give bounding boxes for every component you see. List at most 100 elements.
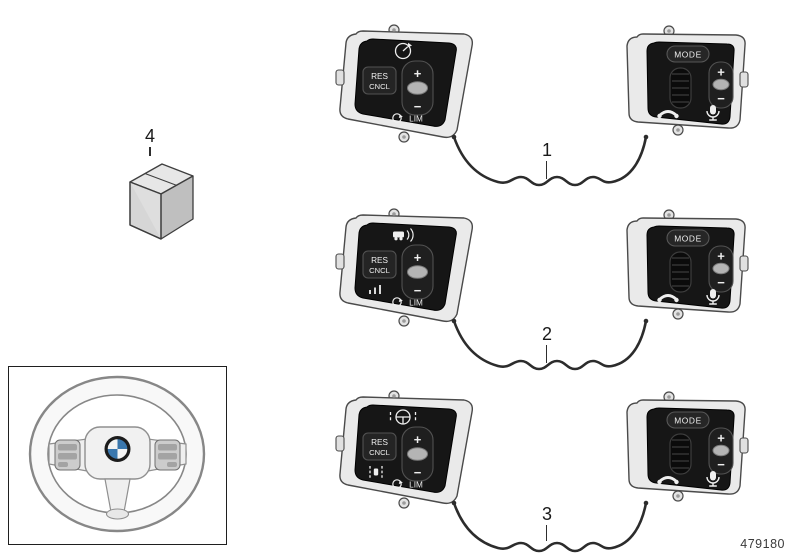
minus-label: −	[414, 283, 422, 298]
side-tab	[739, 437, 749, 454]
callout-4-leader	[149, 147, 151, 156]
box-front-highlight	[130, 182, 161, 239]
side-tab	[335, 253, 345, 270]
rocker-pad	[712, 444, 730, 457]
screw-hole	[676, 494, 680, 498]
rocker-pad	[712, 262, 730, 275]
cable-path	[452, 319, 648, 371]
mode-label: MODE	[674, 50, 702, 60]
speed-rocker: + −	[401, 60, 434, 116]
screw-hole	[392, 394, 396, 398]
phone-icon	[657, 294, 679, 303]
volume-rocker: + −	[708, 61, 734, 109]
mode-button: MODE	[666, 411, 710, 429]
minus-label: −	[717, 91, 725, 106]
distance-bars-icon	[369, 285, 381, 294]
callout-1-leader	[546, 161, 548, 179]
mode-label: MODE	[674, 416, 702, 426]
screw-hole	[667, 395, 671, 399]
speed-rocker: + −	[401, 244, 434, 300]
side-tab	[335, 69, 345, 86]
left-switch-panel: RES CNCL + − LIM	[335, 24, 474, 143]
cncl-label: CNCL	[369, 448, 390, 457]
callout-3-leader	[546, 525, 548, 541]
callout-2[interactable]: 2	[541, 324, 552, 344]
voice-mic-icon	[706, 471, 720, 487]
volume-rocker: + −	[708, 245, 734, 293]
callout-3[interactable]: 3	[541, 504, 552, 524]
right-switch-panel: MODE + −	[626, 391, 749, 502]
steering-wheel	[28, 375, 206, 533]
callout-1[interactable]: 1	[541, 140, 552, 160]
steering-wheel-inset	[8, 366, 227, 545]
side-tab	[739, 71, 749, 88]
lim-label: LIM	[409, 299, 423, 308]
left-switch-panel: RES CNCL + − LIM	[335, 390, 474, 509]
side-tab	[335, 435, 345, 452]
parts-box	[129, 163, 194, 240]
connecting-cable	[451, 500, 649, 553]
screw-hole	[667, 29, 671, 33]
phone-icon	[657, 110, 679, 119]
part-number: 479180	[740, 537, 785, 551]
plus-label: +	[414, 432, 422, 447]
callout-4[interactable]: 4	[144, 126, 155, 146]
scroll-wheel	[669, 67, 692, 109]
distance-control-icon	[393, 228, 414, 242]
screw-hole	[667, 213, 671, 217]
screw-hole	[402, 319, 406, 323]
bottom-spoke-base	[105, 508, 130, 520]
scroll-wheel	[669, 433, 692, 475]
lim-button: LIM	[392, 113, 423, 124]
right-switch-panel: MODE + −	[626, 25, 749, 136]
right-switch-panel: MODE + −	[626, 209, 749, 320]
screw-hole	[402, 135, 406, 139]
side-tab	[739, 255, 749, 272]
cable-path	[452, 135, 648, 187]
right-spoke-buttons	[154, 439, 181, 471]
mode-button: MODE	[666, 45, 710, 63]
screw-hole	[392, 212, 396, 216]
res-label: RES	[371, 438, 388, 447]
res-label: RES	[371, 72, 388, 81]
minus-label: −	[414, 465, 422, 480]
res-label: RES	[371, 256, 388, 265]
rocker-pad	[407, 447, 428, 461]
screw-hole	[676, 312, 680, 316]
limiter-arrow-icon	[398, 298, 403, 302]
lim-label: LIM	[409, 481, 423, 490]
plus-label: +	[717, 65, 725, 80]
callout-2-leader	[546, 345, 548, 363]
connecting-cable	[451, 318, 649, 371]
rocker-pad	[407, 265, 428, 279]
minus-label: −	[717, 457, 725, 472]
res-cncl-button: RES CNCL	[362, 432, 397, 461]
lim-label: LIM	[409, 115, 423, 124]
screw-hole	[392, 28, 396, 32]
scroll-wheel	[669, 251, 692, 293]
plus-label: +	[717, 249, 725, 264]
bmw-roundel-icon	[104, 436, 131, 462]
plus-label: +	[717, 431, 725, 446]
limiter-arrow-icon	[398, 114, 403, 118]
box-seam-line	[144, 173, 178, 186]
cable-path	[452, 501, 648, 553]
plus-label: +	[414, 250, 422, 265]
minus-label: −	[414, 99, 422, 114]
limiter-arrow-icon	[398, 480, 403, 484]
cncl-label: CNCL	[369, 266, 390, 275]
cruise-control-icon	[394, 42, 412, 60]
left-spoke-buttons	[54, 439, 81, 471]
minus-label: −	[717, 275, 725, 290]
speed-rocker: + −	[401, 426, 434, 482]
box-front-outline	[129, 181, 162, 240]
connecting-cable	[451, 134, 649, 187]
cncl-label: CNCL	[369, 82, 390, 91]
steering-assist-icon	[389, 409, 417, 425]
voice-mic-icon	[706, 289, 720, 305]
rocker-pad	[407, 81, 428, 95]
res-cncl-button: RES CNCL	[362, 250, 397, 279]
plus-label: +	[414, 66, 422, 81]
phone-icon	[657, 476, 679, 485]
